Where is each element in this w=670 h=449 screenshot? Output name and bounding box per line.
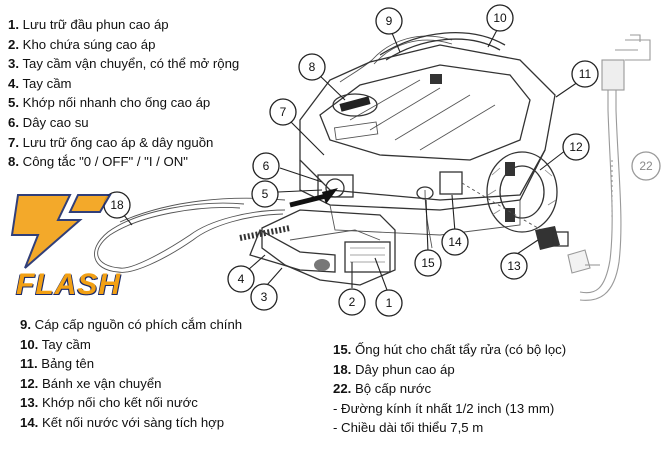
legend-item: 7. Lưu trữ ống cao áp & dây nguồn bbox=[8, 134, 214, 150]
callout-22: 22 bbox=[631, 151, 661, 181]
callout-7: 7 bbox=[269, 98, 297, 126]
svg-text:9: 9 bbox=[386, 14, 393, 28]
callout-2: 2 bbox=[338, 288, 366, 316]
svg-text:13: 13 bbox=[507, 259, 521, 273]
legend-item: 1. Lưu trữ đầu phun cao áp bbox=[8, 17, 169, 32]
callout-11: 11 bbox=[571, 60, 599, 88]
water-inlet bbox=[439, 171, 546, 233]
svg-text:10: 10 bbox=[493, 11, 507, 25]
quick-coupling bbox=[289, 174, 354, 208]
legend-item: 8. Công tắc "0 / OFF" / "I / ON" bbox=[8, 154, 188, 170]
callout-13: 13 bbox=[500, 252, 528, 280]
svg-text:18: 18 bbox=[110, 198, 124, 212]
svg-text:11: 11 bbox=[579, 67, 592, 81]
legend-item: 9. Cáp cấp nguồn có phích cắm chính bbox=[20, 317, 243, 332]
svg-text:14: 14 bbox=[448, 235, 462, 249]
callout-14: 14 bbox=[441, 228, 469, 256]
callout-3: 3 bbox=[250, 283, 278, 311]
legend-item: 2. Kho chứa súng cao áp bbox=[8, 36, 156, 52]
callout-5: 5 bbox=[251, 180, 279, 208]
legend-item: 10. Tay cầm bbox=[20, 336, 91, 352]
callout-4: 4 bbox=[227, 265, 255, 293]
svg-text:8: 8 bbox=[309, 60, 316, 74]
callout-10: 10 bbox=[486, 4, 514, 32]
legend-note: - Chiều dài tối thiểu 7,5 m bbox=[333, 420, 484, 436]
wheel bbox=[486, 151, 558, 233]
detergent-suction-hose bbox=[424, 189, 433, 249]
callout-9: 9 bbox=[375, 7, 403, 35]
legend-item: 15. Ống hút cho chất tẩy rửa (có bộ lọc) bbox=[333, 342, 567, 357]
svg-text:2: 2 bbox=[349, 295, 356, 309]
legend-item: 6. Dây cao su bbox=[8, 114, 89, 130]
top-handle bbox=[379, 32, 506, 56]
flash-logo-text: FLASH bbox=[16, 268, 121, 301]
svg-text:3: 3 bbox=[261, 290, 268, 304]
legend-item: 22. Bộ cấp nước bbox=[333, 381, 432, 397]
svg-text:1: 1 bbox=[386, 296, 393, 310]
water-supply bbox=[567, 34, 651, 301]
legend-middle: 9. Cáp cấp nguồn có phích cắm chính 10. … bbox=[20, 315, 242, 433]
water-coupling bbox=[535, 226, 569, 250]
svg-text:22: 22 bbox=[639, 159, 653, 173]
legend-top: 1. Lưu trữ đầu phun cao áp 2. Kho chứa s… bbox=[8, 15, 239, 172]
legend-item: 11. Bảng tên bbox=[20, 356, 95, 372]
legend-item: 13. Khớp nối cho kết nối nước bbox=[20, 395, 198, 411]
svg-text:6: 6 bbox=[263, 159, 270, 173]
svg-text:5: 5 bbox=[262, 187, 269, 201]
legend-item: 14. Kết nối nước với sàng tích hợp bbox=[20, 414, 225, 430]
svg-text:15: 15 bbox=[421, 256, 435, 270]
washer-body bbox=[299, 44, 556, 236]
callout-12: 12 bbox=[562, 133, 590, 161]
svg-text:4: 4 bbox=[238, 272, 245, 286]
legend-right: 15. Ống hút cho chất tẩy rửa (có bộ lọc)… bbox=[333, 340, 566, 438]
legend-item: 12. Bánh xe vận chuyển bbox=[20, 375, 162, 391]
svg-text:12: 12 bbox=[569, 140, 583, 154]
flash-logo-icon bbox=[10, 194, 112, 269]
svg-text:7: 7 bbox=[280, 105, 287, 119]
front-base bbox=[249, 209, 396, 286]
callout-8: 8 bbox=[298, 53, 326, 81]
callout-15: 15 bbox=[414, 249, 442, 277]
legend-item: 5. Khớp nối nhanh cho ống cao áp bbox=[8, 95, 211, 111]
callout-18: 18 bbox=[103, 191, 131, 219]
legend-item: 4. Tay cầm bbox=[8, 75, 72, 91]
legend-note: - Đường kính ít nhất 1/2 inch (13 mm) bbox=[333, 400, 555, 416]
legend-item: 18. Dây phun cao áp bbox=[333, 361, 455, 377]
legend-item: 3. Tay cầm vận chuyển, có thể mở rộng bbox=[8, 56, 240, 72]
callout-1: 1 bbox=[375, 289, 403, 317]
callout-6: 6 bbox=[252, 152, 280, 180]
